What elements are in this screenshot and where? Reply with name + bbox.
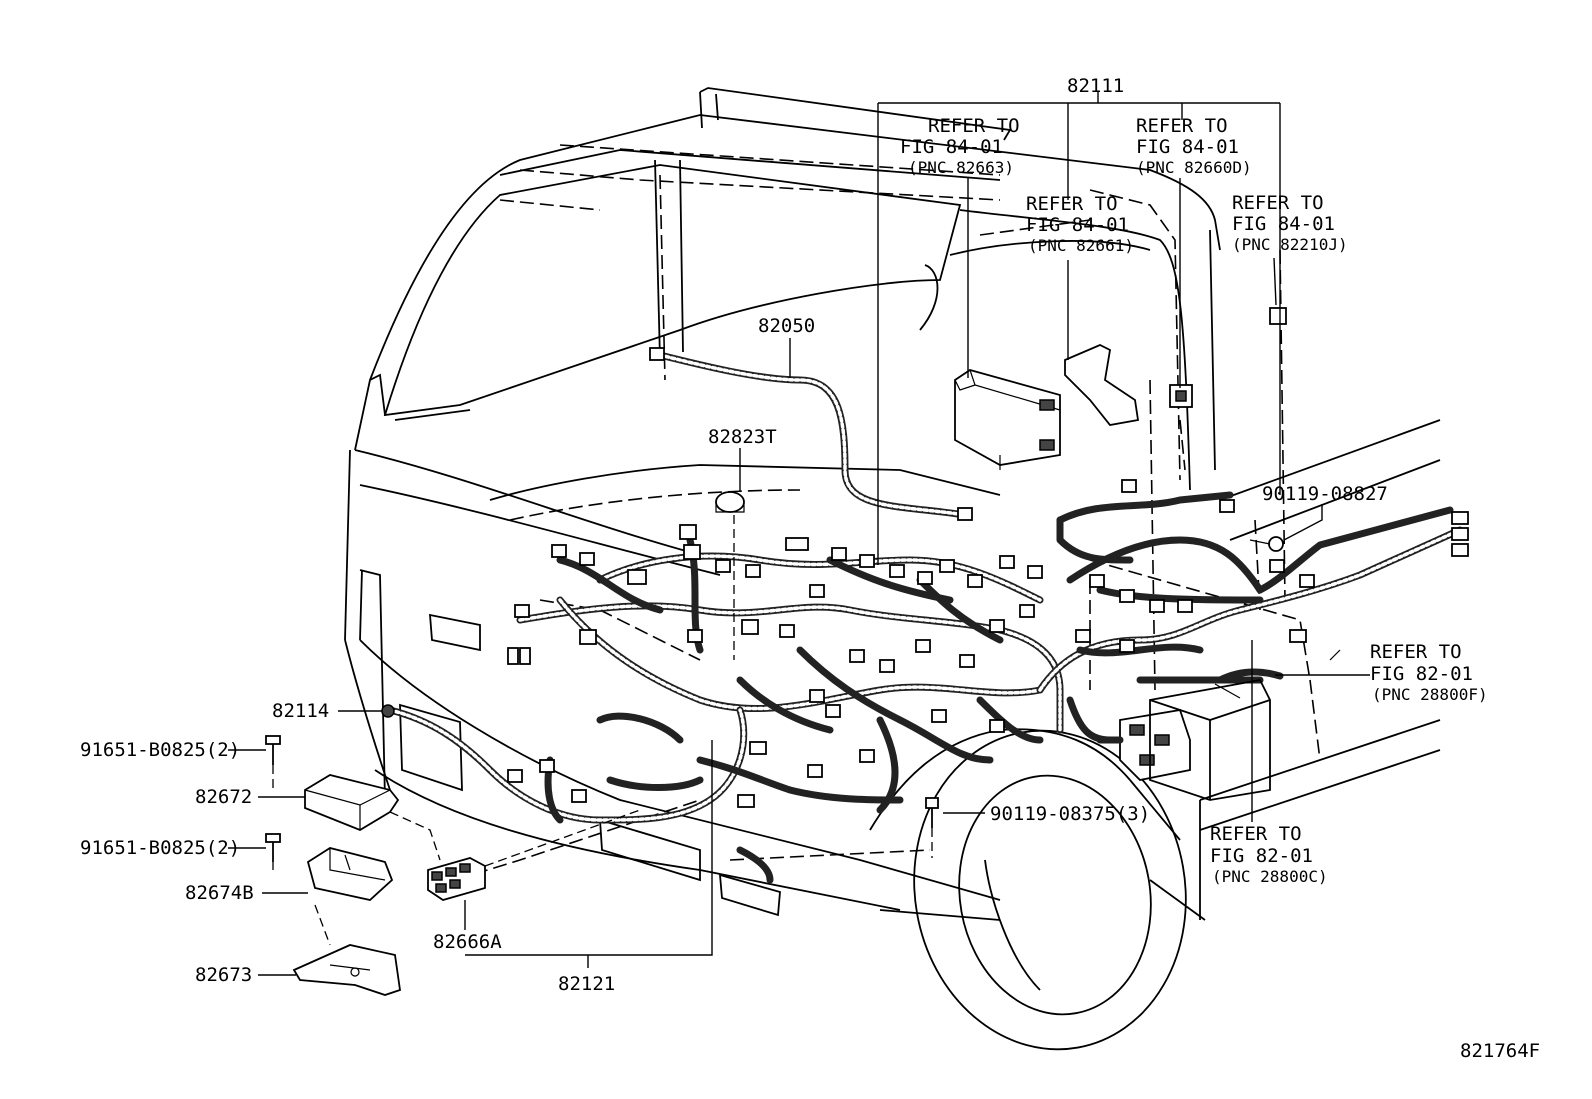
ref-28800f-line2: FIG 82-01 bbox=[1370, 663, 1473, 685]
ecu-bracket bbox=[1064, 344, 1140, 426]
ref-note-82210j: REFER TO FIG 84-01 (PNC 82210J) bbox=[1232, 192, 1348, 254]
ref-28800c-line1: REFER TO bbox=[1210, 823, 1302, 845]
label-82121: 82121 bbox=[558, 973, 615, 995]
bolt-mid bbox=[265, 833, 281, 862]
bolt-top bbox=[265, 735, 281, 765]
label-screw-90119-08375: 90119-08375(3) bbox=[990, 803, 1150, 825]
ref-82663-line3: (PNC 82663) bbox=[908, 158, 1014, 177]
label-bolt-top: 91651-B0825(2) bbox=[80, 739, 240, 761]
label-bolt-mid: 91651-B0825(2) bbox=[80, 837, 240, 859]
ref-note-28800f: REFER TO FIG 82-01 (PNC 28800F) bbox=[1370, 641, 1488, 704]
ref-note-82661: REFER TO FIG 84-01 (PNC 82661) bbox=[1026, 193, 1134, 255]
label-82050: 82050 bbox=[758, 315, 815, 337]
ref-note-82660d: REFER TO FIG 84-01 (PNC 82660D) bbox=[1136, 115, 1252, 177]
ref-28800c-line2: FIG 82-01 bbox=[1210, 845, 1313, 867]
sensor-bracket bbox=[306, 847, 394, 901]
ref-82660d-line1: REFER TO bbox=[1136, 115, 1228, 137]
connectors bbox=[507, 307, 1469, 808]
ref-82661-line1: REFER TO bbox=[1026, 193, 1118, 215]
label-82823t: 82823T bbox=[708, 426, 777, 448]
label-82672: 82672 bbox=[195, 786, 252, 808]
junction-block bbox=[1096, 708, 1191, 781]
label-clip-90119-08827: 90119-08827 bbox=[1262, 483, 1388, 505]
ref-82661-line2: FIG 84-01 bbox=[1026, 214, 1129, 236]
ref-82663-line2: FIG 84-01 bbox=[900, 136, 1003, 158]
diagram-code: 821764F bbox=[1460, 1040, 1540, 1062]
ref-82660d-line2: FIG 84-01 bbox=[1136, 136, 1239, 158]
label-82111: 82111 bbox=[1067, 75, 1124, 97]
ref-82210j-line1: REFER TO bbox=[1232, 192, 1324, 214]
label-82673: 82673 bbox=[195, 964, 252, 986]
ref-28800f-line3: (PNC 28800F) bbox=[1372, 685, 1488, 704]
ref-82210j-line3: (PNC 82210J) bbox=[1232, 235, 1348, 254]
airbag-sensor-module bbox=[304, 774, 400, 832]
ref-82663-line1: REFER TO bbox=[928, 115, 1020, 137]
ref-28800c-line3: (PNC 28800C) bbox=[1212, 867, 1328, 886]
fusible-link-cap bbox=[715, 491, 745, 513]
ref-82660d-line3: (PNC 82660D) bbox=[1136, 158, 1252, 177]
truck-cab-outline bbox=[344, 87, 1441, 1051]
clip-part bbox=[1249, 536, 1284, 552]
ecu-module bbox=[954, 369, 1061, 470]
ref-82210j-line2: FIG 84-01 bbox=[1232, 213, 1335, 235]
ref-82661-line3: (PNC 82661) bbox=[1028, 236, 1134, 255]
label-82114: 82114 bbox=[272, 700, 329, 722]
ref-note-28800c: REFER TO FIG 82-01 (PNC 28800C) bbox=[1210, 823, 1328, 886]
sensor-82114 bbox=[381, 704, 395, 718]
screw-part bbox=[925, 797, 939, 828]
connector-82666a bbox=[427, 857, 486, 901]
part-labels: 82111 82050 82823T 82114 91651-B0825(2) … bbox=[80, 75, 1540, 1062]
battery bbox=[1149, 649, 1341, 801]
leader-lines bbox=[228, 92, 1370, 976]
main-wire-harness bbox=[386, 351, 1464, 884]
ref-28800f-line1: REFER TO bbox=[1370, 641, 1462, 663]
label-82666a: 82666A bbox=[433, 931, 502, 953]
label-82674b: 82674B bbox=[185, 882, 254, 904]
ref-note-82663: REFER TO FIG 84-01 (PNC 82663) bbox=[900, 115, 1020, 177]
relay-block bbox=[1169, 384, 1193, 408]
reference-notes: REFER TO FIG 84-01 (PNC 82663) REFER TO … bbox=[900, 115, 1488, 886]
mounting-plate bbox=[292, 944, 401, 996]
